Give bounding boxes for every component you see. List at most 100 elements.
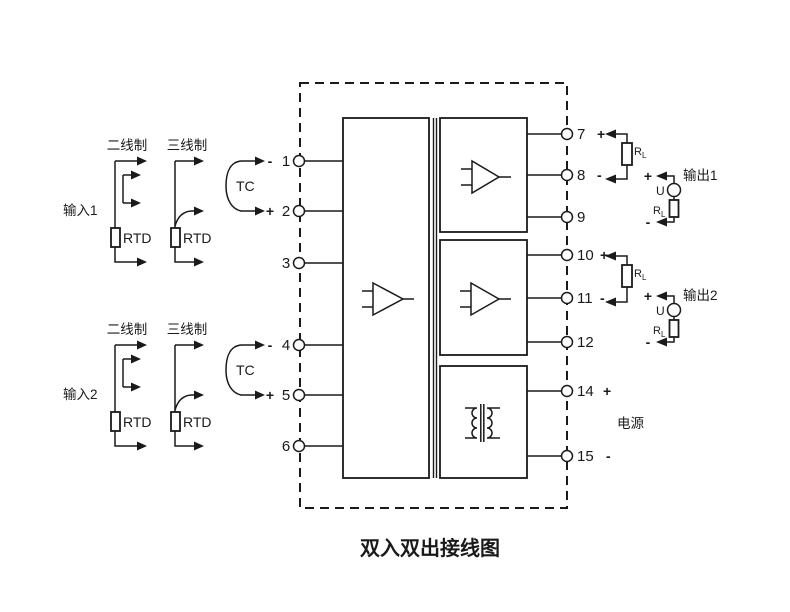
terminal-number: 5 bbox=[282, 387, 290, 404]
load-resistor-sub: L bbox=[642, 273, 647, 282]
terminal-10: 10 + bbox=[527, 247, 608, 264]
terminal-1: 1 bbox=[282, 153, 343, 170]
terminal-sign: + bbox=[600, 247, 608, 263]
terminal-circle bbox=[560, 449, 574, 463]
terminal-12: 12 bbox=[527, 334, 594, 351]
terminal-sign: - bbox=[606, 448, 611, 464]
outer-dashed-enclosure bbox=[299, 82, 568, 509]
amp-triangle bbox=[471, 159, 501, 195]
terminal-6: 6 bbox=[282, 438, 343, 455]
wire bbox=[614, 133, 628, 143]
arrow-left-icon bbox=[656, 291, 667, 301]
output2-meter-circuit: + U R L - bbox=[644, 288, 682, 350]
terminal-14: 14 + bbox=[527, 383, 611, 400]
terminal-5: 5 bbox=[282, 387, 343, 404]
load-resistor-label: R bbox=[634, 146, 642, 158]
wire bbox=[614, 287, 628, 303]
amplifier-icon bbox=[461, 159, 511, 195]
input1-wiring bbox=[110, 155, 266, 268]
wire bbox=[665, 295, 675, 304]
transformer-winding-right bbox=[486, 407, 500, 439]
input1-three-wire-label: 三线制 bbox=[167, 138, 208, 153]
input1-two-wire-label: 二线制 bbox=[107, 138, 148, 153]
power-label: 电源 bbox=[617, 416, 645, 431]
output2-amp-box bbox=[439, 239, 528, 356]
amp-leads bbox=[362, 290, 414, 308]
wire bbox=[665, 217, 675, 223]
output1-amp-box bbox=[439, 117, 528, 233]
arrow-left-icon bbox=[605, 129, 616, 139]
amp-triangle bbox=[372, 281, 405, 317]
terminal-circle bbox=[292, 439, 306, 453]
terminal-circle bbox=[292, 204, 306, 218]
terminal-sign: + bbox=[597, 126, 605, 142]
arrow-left-icon bbox=[656, 217, 667, 227]
terminal-number: 14 bbox=[577, 383, 594, 400]
terminal-circle bbox=[292, 256, 306, 270]
transformer-icon bbox=[465, 404, 500, 442]
amp-leads bbox=[461, 168, 511, 186]
input1-label: 输入1 bbox=[63, 203, 98, 218]
input1-rtd-2wire-label: RTD bbox=[123, 230, 152, 246]
terminal-number: 12 bbox=[577, 334, 594, 351]
arrow-left-icon bbox=[605, 297, 616, 307]
plus-sign: + bbox=[644, 168, 652, 184]
input2-label: 输入2 bbox=[63, 387, 98, 402]
arrow-left-icon bbox=[656, 171, 667, 181]
terminal-number: 10 bbox=[577, 247, 594, 264]
terminal-number: 4 bbox=[282, 337, 290, 354]
transformer-winding-left bbox=[465, 407, 478, 439]
terminal-circle bbox=[560, 168, 574, 182]
voltmeter-icon bbox=[666, 182, 682, 198]
load-resistor-label: R bbox=[653, 205, 661, 217]
arrow-left-icon bbox=[605, 251, 616, 261]
terminal-number: 6 bbox=[282, 438, 290, 455]
resistor bbox=[668, 199, 680, 218]
minus-sign: - bbox=[646, 214, 651, 230]
output2-load-resistor: R L bbox=[605, 251, 647, 307]
wire bbox=[665, 337, 675, 343]
input2-rtd-3wire-label: RTD bbox=[183, 414, 212, 430]
input1-tc-label: TC bbox=[236, 178, 255, 194]
load-resistor-sub: L bbox=[661, 330, 666, 339]
load-resistor-label: R bbox=[634, 268, 642, 280]
amp-triangle bbox=[470, 281, 501, 317]
terminal-2: 2 bbox=[282, 203, 343, 220]
terminal-sign: - bbox=[600, 290, 605, 306]
terminal-number: 3 bbox=[282, 255, 290, 272]
transformer-core bbox=[480, 404, 485, 442]
terminal-sign: + bbox=[603, 383, 611, 399]
voltmeter-label: U bbox=[656, 184, 665, 198]
load-resistor-sub: L bbox=[661, 210, 666, 219]
terminal-number: 8 bbox=[577, 167, 585, 184]
input2-two-wire-label: 二线制 bbox=[107, 322, 148, 337]
terminal-circle bbox=[560, 384, 574, 398]
input2-plus-sign: + bbox=[266, 387, 274, 403]
terminal-circle bbox=[292, 388, 306, 402]
input2-minus-sign: - bbox=[268, 337, 273, 353]
arrow-left-icon bbox=[656, 337, 667, 347]
terminal-number: 2 bbox=[282, 203, 290, 220]
input1-minus-sign: - bbox=[268, 153, 273, 169]
terminal-11: 11 - bbox=[527, 290, 605, 307]
terminal-number: 11 bbox=[577, 290, 593, 307]
resistor bbox=[668, 319, 680, 338]
resistor bbox=[621, 264, 633, 288]
terminal-number: 7 bbox=[577, 126, 585, 143]
input2-tc-label: TC bbox=[236, 362, 255, 378]
terminal-number: 15 bbox=[577, 448, 594, 465]
terminal-circle bbox=[560, 210, 574, 224]
amplifier-icon bbox=[460, 281, 511, 317]
wire bbox=[614, 255, 628, 265]
terminal-circle bbox=[560, 127, 574, 141]
amplifier-icon bbox=[362, 281, 414, 317]
diagram-title: 双入双出接线图 bbox=[360, 536, 500, 560]
terminal-4: 4 bbox=[282, 337, 343, 354]
output2-label: 输出2 bbox=[683, 288, 718, 303]
terminal-circle bbox=[292, 154, 306, 168]
output1-label: 输出1 bbox=[683, 168, 718, 183]
load-resistor-sub: L bbox=[642, 151, 647, 160]
terminal-8: 8 - bbox=[527, 167, 602, 184]
output1-meter-circuit: + U R L - bbox=[644, 168, 682, 230]
